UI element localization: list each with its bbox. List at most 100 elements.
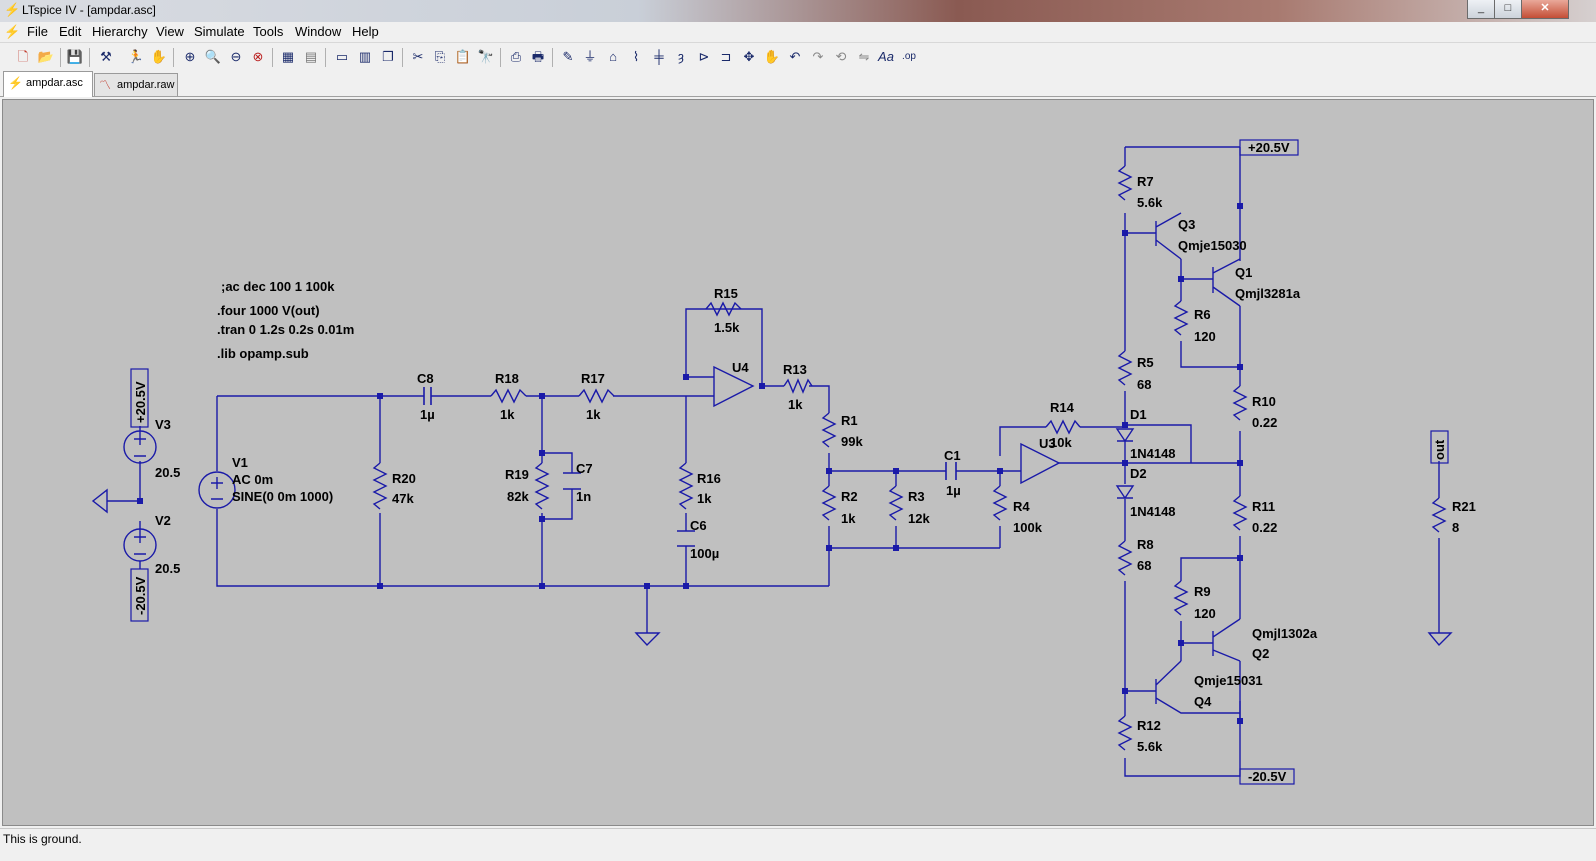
label-net-icon[interactable]: ⌂: [609, 49, 617, 64]
schematic-drawing[interactable]: +20.5V -20.5V +20.5V -20.5V out ;ac dec …: [3, 100, 1593, 825]
tab-ampdar-raw[interactable]: 〽 ampdar.raw: [94, 73, 178, 96]
label-c8-value: 1µ: [420, 407, 435, 422]
label-r1-value: 99k: [841, 434, 863, 449]
net-label-neg-rail: -20.5V: [1248, 769, 1287, 784]
resistor-icon[interactable]: ⌇: [632, 49, 640, 64]
menu-edit[interactable]: Edit: [59, 24, 82, 39]
label-v1-ac: AC 0m: [232, 472, 273, 487]
zoom-out-icon[interactable]: ⊖: [230, 49, 242, 64]
draw-wire-icon[interactable]: ✎: [562, 49, 574, 64]
cascade-icon[interactable]: ❐: [382, 49, 394, 64]
pan-icon[interactable]: 🔍: [204, 49, 222, 64]
undo-icon[interactable]: ↶: [789, 49, 801, 64]
label-r21: R21: [1452, 499, 1476, 514]
zoom-in-icon[interactable]: ⊕: [184, 49, 196, 64]
control-panel-icon[interactable]: ⚒: [100, 49, 112, 64]
label-r13-value: 1k: [788, 397, 803, 412]
find-icon[interactable]: 🔭: [477, 49, 495, 64]
label-d2: D2: [1130, 466, 1147, 481]
spice-directive-icon[interactable]: .op: [902, 51, 916, 62]
net-label-v3-top: +20.5V: [133, 381, 148, 423]
label-u3: U3: [1039, 436, 1056, 451]
ground-symbols: [91, 488, 1453, 647]
menu-simulate[interactable]: Simulate: [194, 24, 245, 39]
tab-label: ampdar.raw: [117, 79, 175, 91]
label-r20: R20: [392, 471, 416, 486]
menu-view[interactable]: View: [156, 24, 184, 39]
label-v3-value: 20.5: [155, 465, 180, 480]
resistors: [372, 165, 1447, 751]
print-preview-icon[interactable]: ⎙: [510, 49, 522, 64]
redo-icon[interactable]: ↷: [812, 49, 824, 64]
label-c7-value: 1n: [576, 489, 591, 504]
label-r5-value: 68: [1137, 377, 1151, 392]
directive-lib[interactable]: .lib opamp.sub: [217, 346, 309, 361]
menu-window[interactable]: Window: [295, 24, 342, 39]
mirror-icon[interactable]: ⇋: [858, 49, 870, 64]
schematic-canvas[interactable]: +20.5V -20.5V +20.5V -20.5V out ;ac dec …: [2, 99, 1594, 826]
menu-hierarchy[interactable]: Hierarchy: [92, 24, 148, 39]
toolbar-separator: [402, 48, 403, 67]
label-q2-value: Qmjl1302a: [1252, 626, 1318, 641]
menu-help[interactable]: Help: [352, 24, 379, 39]
component-labels: V3 20.5 V2 20.5 V1 AC 0m SINE(0 0m 1000)…: [155, 174, 1476, 754]
label-q3-value: Qmje15030: [1178, 238, 1247, 253]
label-r5: R5: [1137, 355, 1154, 370]
text-icon[interactable]: Aa: [878, 49, 894, 64]
component-icon[interactable]: ⊐: [720, 49, 732, 64]
ltspice-app-icon[interactable]: ⚡: [4, 2, 21, 17]
maximize-button[interactable]: □: [1494, 0, 1522, 19]
inductor-icon[interactable]: ȝ: [678, 49, 684, 64]
diodes: [1115, 428, 1135, 500]
new-schematic-icon[interactable]: 🗋: [17, 49, 29, 64]
label-q4-value: Qmje15031: [1194, 673, 1263, 688]
schematic-icon: ⚡: [8, 76, 23, 90]
capacitor-icon[interactable]: ╪: [654, 49, 664, 64]
move-icon[interactable]: ✥: [743, 49, 755, 64]
paste-icon[interactable]: 📋: [454, 49, 472, 64]
label-r7: R7: [1137, 174, 1154, 189]
opamps: [713, 365, 1061, 485]
autoscale-icon[interactable]: ▦: [281, 49, 295, 64]
toolbar-separator: [173, 48, 174, 67]
label-d1: D1: [1130, 407, 1147, 422]
toolbar-separator: [552, 48, 553, 67]
minimize-button[interactable]: _: [1467, 0, 1495, 19]
print-icon[interactable]: 🖶: [531, 49, 545, 64]
zoom-fit-icon[interactable]: ⊗: [252, 49, 264, 64]
label-r4-value: 100k: [1013, 520, 1043, 535]
status-text: This is ground.: [3, 832, 82, 846]
label-c1: C1: [944, 448, 961, 463]
rotate-icon[interactable]: ⟲: [835, 49, 847, 64]
label-r6: R6: [1194, 307, 1211, 322]
spice-directives[interactable]: ;ac dec 100 1 100k .four 1000 V(out) .tr…: [217, 279, 354, 361]
halt-icon[interactable]: ✋: [150, 49, 168, 64]
label-r17: R17: [581, 371, 605, 386]
copy-icon[interactable]: ⎘: [434, 49, 446, 64]
diode-icon[interactable]: ⊳: [698, 49, 710, 64]
directive-tran[interactable]: .tran 0 1.2s 0.2s 0.01m: [217, 322, 354, 337]
close-button[interactable]: ✕: [1521, 0, 1569, 19]
tab-ampdar-asc[interactable]: ⚡ ampdar.asc: [3, 71, 93, 97]
directive-ac[interactable]: ;ac dec 100 1 100k: [221, 279, 335, 294]
net-label-v2-bot: -20.5V: [133, 576, 148, 615]
open-icon[interactable]: 📂: [37, 49, 55, 64]
drag-icon[interactable]: ✋: [763, 49, 781, 64]
label-r6-value: 120: [1194, 329, 1216, 344]
tile-vertical-icon[interactable]: ▥: [358, 49, 372, 64]
directive-four[interactable]: .four 1000 V(out): [217, 303, 320, 318]
cut-icon[interactable]: ✂: [412, 49, 424, 64]
label-v3: V3: [155, 417, 171, 432]
net-labels: +20.5V -20.5V +20.5V -20.5V out: [130, 139, 1449, 785]
save-icon[interactable]: 💾: [66, 49, 84, 64]
wires: [107, 146, 1440, 777]
mdi-doc-icon[interactable]: ⚡: [4, 24, 21, 39]
tile-horizontal-icon[interactable]: ▭: [335, 49, 349, 64]
autorange-icon[interactable]: ▤: [304, 49, 318, 64]
ground-icon[interactable]: ⏚: [583, 49, 597, 64]
menu-file[interactable]: File: [27, 24, 48, 39]
label-r17-value: 1k: [586, 407, 601, 422]
menu-tools[interactable]: Tools: [253, 24, 284, 39]
label-q4: Q4: [1194, 694, 1212, 709]
run-icon[interactable]: 🏃: [127, 49, 145, 64]
